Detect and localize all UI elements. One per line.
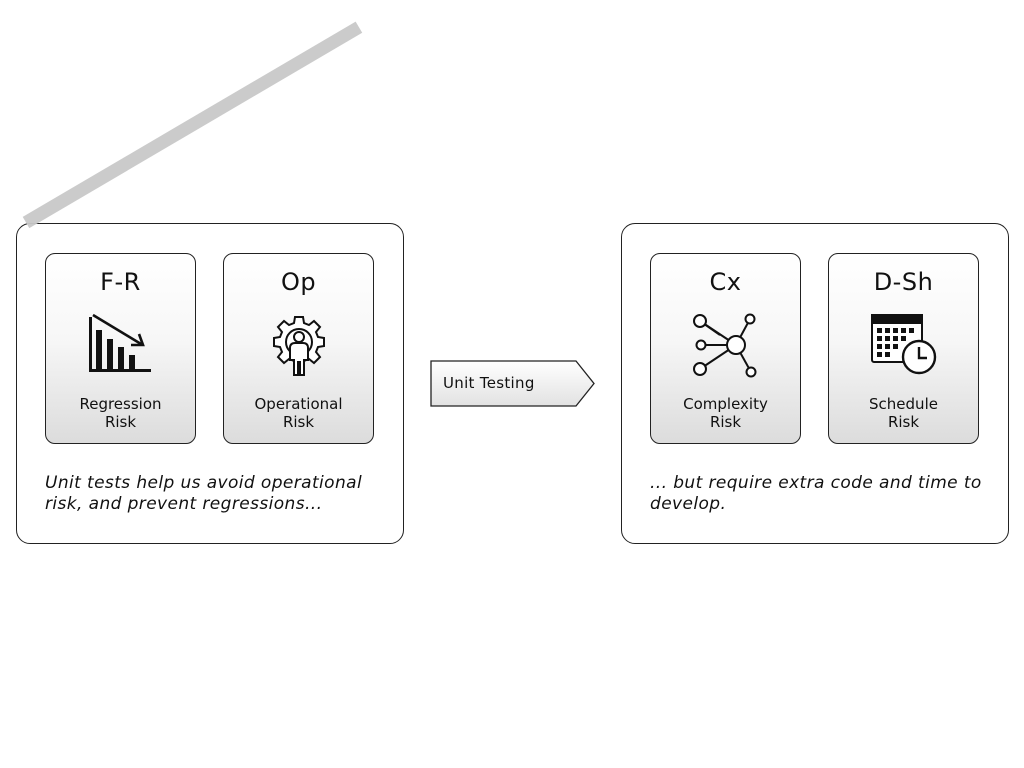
card-label-line: Risk xyxy=(104,413,137,431)
schedule-risk-card: D-Sh Schedule Risk xyxy=(828,253,979,444)
left-panel: F-R Regression Risk Op xyxy=(16,223,404,544)
card-label-line: Regression xyxy=(79,395,162,413)
card-label: Schedule Risk xyxy=(833,395,974,431)
declining-bar-chart-icon xyxy=(89,313,151,372)
unit-testing-arrow xyxy=(430,360,595,407)
network-graph-icon xyxy=(693,313,757,378)
card-code: F-R xyxy=(100,268,141,296)
operational-risk-card: Op Operational Risk xyxy=(223,253,374,444)
card-label: Regression Risk xyxy=(50,395,191,431)
card-label-line: Risk xyxy=(887,413,920,431)
strike-through-bar xyxy=(22,21,363,229)
regression-risk-card: F-R Regression Risk xyxy=(45,253,196,444)
card-code: Cx xyxy=(709,268,742,296)
card-label-line: Complexity xyxy=(683,395,768,413)
card-label-line: Schedule xyxy=(869,395,938,413)
card-code: Op xyxy=(280,268,317,296)
card-label: Operational Risk xyxy=(228,395,369,431)
card-label-line: Risk xyxy=(709,413,742,431)
left-caption: Unit tests help us avoid operational ris… xyxy=(45,473,363,514)
arrow-label: Unit Testing xyxy=(443,374,535,392)
right-caption: ... but require extra code and time to d… xyxy=(650,473,982,514)
card-label-line: Risk xyxy=(282,413,315,431)
complexity-risk-card: Cx Complexity Risk xyxy=(650,253,801,444)
gear-person-icon xyxy=(273,316,325,376)
card-code: D-Sh xyxy=(873,268,934,296)
card-label: Complexity Risk xyxy=(655,395,796,431)
right-panel: Cx Complexity Risk D-Sh xyxy=(621,223,1009,544)
calendar-clock-icon xyxy=(871,314,937,375)
card-label-line: Operational xyxy=(254,395,343,413)
